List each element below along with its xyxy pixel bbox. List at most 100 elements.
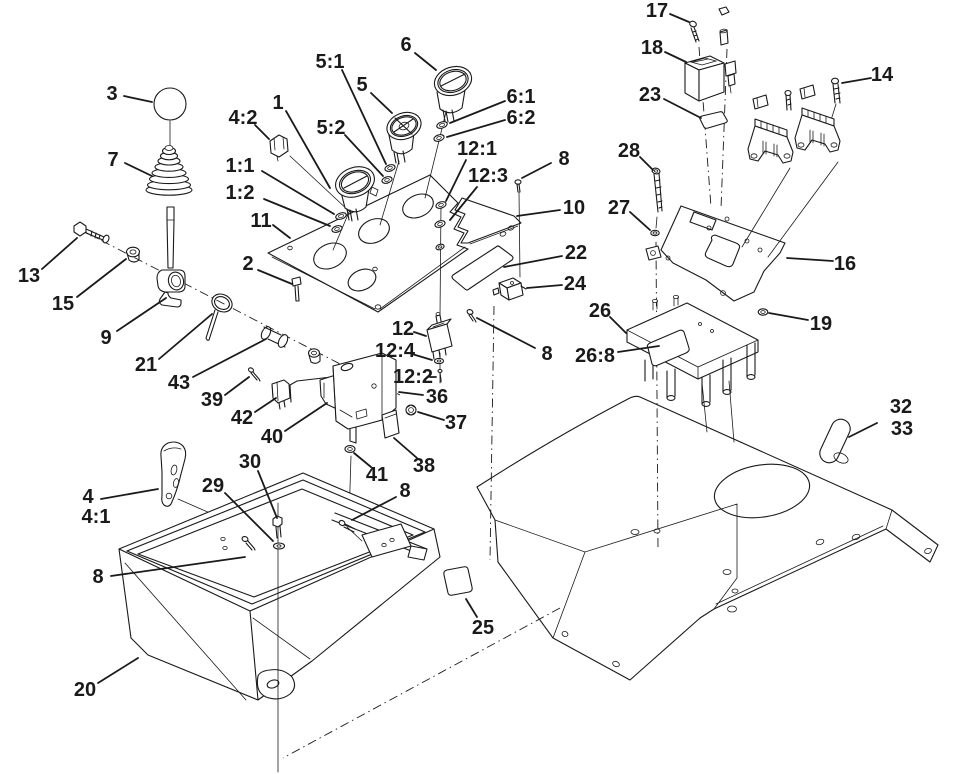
- part-grip-32-33: [819, 418, 851, 464]
- callout-label: 30: [239, 451, 261, 473]
- leader-line: [224, 376, 250, 396]
- part-nut-1-2: [331, 225, 343, 233]
- callout-label: 6:1: [507, 86, 536, 108]
- part-screw-28: [651, 167, 663, 213]
- part-screw-mid: [784, 89, 792, 111]
- callout-label: 37: [445, 412, 467, 434]
- callout-label: 12:2: [393, 366, 433, 388]
- leader-line: [254, 124, 270, 140]
- part-bushing-lower: [307, 348, 321, 364]
- callout-label: 18: [641, 37, 663, 59]
- part-screw-8-top: [514, 179, 522, 193]
- assembly-centerlines-over: [282, 241, 735, 759]
- leader-line: [476, 317, 536, 349]
- part-washer-6-1: [436, 121, 448, 129]
- part-nut-37: [405, 404, 417, 416]
- leader-line: [285, 110, 331, 189]
- leader-line: [413, 331, 427, 337]
- callout-label: 4:2: [229, 107, 258, 129]
- leader-line: [449, 100, 506, 124]
- callout-label: 8: [92, 566, 103, 588]
- callout-label: 6:2: [507, 107, 536, 129]
- callout-label: 13: [18, 265, 40, 287]
- leader-line: [669, 13, 690, 23]
- part-switch-42: [271, 379, 291, 410]
- leader-line: [398, 391, 424, 396]
- callout-label: 42: [231, 407, 253, 429]
- leader-line: [446, 119, 506, 138]
- leader-line: [393, 437, 418, 459]
- callout-label: 41: [366, 464, 388, 486]
- part-screw-12-2: [437, 368, 443, 383]
- part-gauge-5: [386, 111, 422, 165]
- callout-label: 21: [135, 354, 157, 376]
- callout-label: 15: [52, 293, 74, 315]
- part-terminal-block-1: [747, 118, 794, 164]
- part-nut-5-2: [381, 176, 393, 184]
- part-terminal-cap-b: [799, 84, 816, 100]
- part-screw-2: [291, 276, 302, 302]
- part-mount-plate-16: [645, 205, 786, 302]
- callout-label: 8: [541, 343, 552, 365]
- callout-label: 23: [639, 84, 661, 106]
- callout-label: 16: [834, 253, 856, 275]
- part-connector-plug: [724, 60, 737, 94]
- callout-label: 1: [272, 92, 283, 114]
- part-screw-17: [689, 20, 700, 43]
- leader-line: [76, 258, 127, 298]
- leader-line: [411, 353, 433, 361]
- leader-line: [257, 470, 278, 519]
- callout-label: 38: [413, 455, 435, 477]
- part-bracket-36: [332, 352, 397, 444]
- callout-label: 19: [810, 313, 832, 335]
- leader-line: [123, 95, 153, 103]
- leader-line: [284, 402, 328, 432]
- part-retainer-ring-21: [205, 293, 233, 341]
- leader-line: [663, 98, 702, 119]
- callout-label: 4:1: [82, 506, 111, 528]
- callout-label: 36: [426, 386, 448, 408]
- leader-line: [503, 255, 563, 268]
- leader-line: [224, 492, 274, 542]
- part-nut-6-2: [433, 134, 445, 142]
- leader-line: [158, 313, 213, 360]
- part-boot: [145, 145, 193, 196]
- leader-line: [370, 92, 393, 114]
- callout-label: 20: [74, 679, 96, 701]
- callout-label: 29: [202, 475, 224, 497]
- leader-line: [116, 297, 167, 332]
- callout-label: 10: [563, 197, 585, 219]
- part-nut-small: [435, 243, 445, 251]
- callout-label: 8: [558, 148, 569, 170]
- callout-label: 5:1: [316, 51, 345, 73]
- callout-label: 5:2: [317, 117, 346, 139]
- callout-label: 12:1: [457, 138, 497, 160]
- leader-line: [257, 269, 293, 285]
- leader-line: [192, 338, 267, 378]
- leader-line: [629, 211, 651, 231]
- callout-label: 26:8: [575, 345, 615, 367]
- callout-label: 28: [618, 140, 640, 162]
- leader-line: [526, 284, 563, 289]
- leader-line: [124, 162, 153, 177]
- callout-label: 11: [250, 210, 271, 232]
- leader-line: [609, 316, 627, 334]
- leader-line: [786, 257, 834, 262]
- leader-line: [445, 159, 467, 202]
- callout-label: 12:4: [375, 340, 416, 362]
- leader-line: [100, 488, 159, 500]
- callout-label: 7: [107, 149, 118, 171]
- leader-line: [841, 77, 872, 84]
- leader-line: [97, 657, 139, 684]
- part-washer-29: [272, 542, 286, 550]
- callout-label: 1:1: [226, 155, 255, 177]
- callout-label: 6: [400, 34, 411, 56]
- callout-label: 17: [646, 0, 668, 22]
- part-pad-25: [443, 566, 473, 596]
- callout-label: 40: [261, 426, 283, 448]
- leader-line: [768, 312, 809, 321]
- part-terminal-cap-a: [752, 94, 769, 110]
- callout-label: 26: [589, 300, 611, 322]
